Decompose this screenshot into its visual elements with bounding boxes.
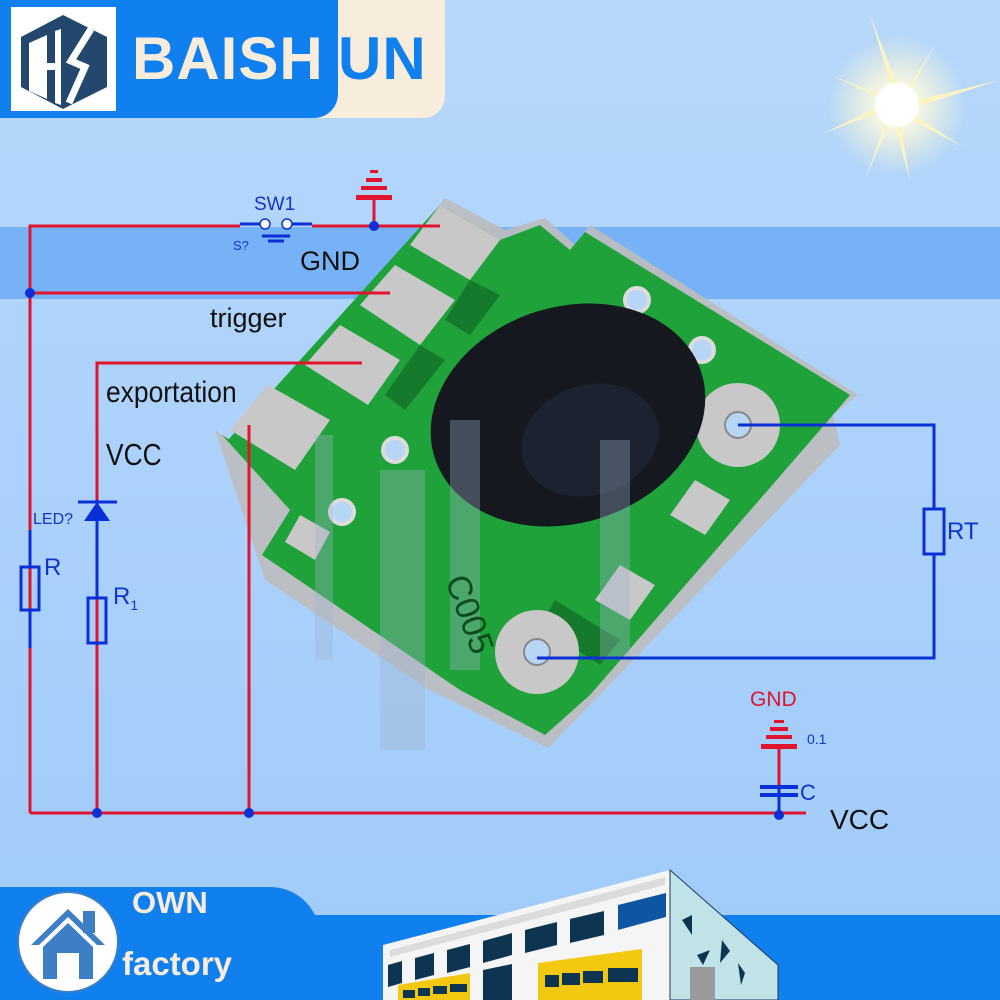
resistor-r1-main: R bbox=[113, 583, 131, 610]
hexagon-logo-icon bbox=[11, 7, 116, 111]
capacitor-gnd-label: GND bbox=[750, 688, 797, 711]
footer-line2: factory bbox=[122, 945, 233, 982]
brand-logo: BAISH UN bbox=[0, 0, 445, 118]
footer-banner: OWN factory bbox=[0, 855, 1000, 1000]
output-pin-label: exportation bbox=[106, 376, 237, 409]
resistor-r-label: R bbox=[44, 554, 62, 581]
vcc-pin-label: VCC bbox=[106, 437, 162, 472]
vcc-rail-label: VCC bbox=[830, 804, 890, 835]
house-icon bbox=[17, 891, 119, 993]
switch-ref-label: S? bbox=[233, 238, 249, 253]
brand-name-part2: UN bbox=[338, 25, 427, 92]
gnd-pin-label: GND bbox=[300, 246, 360, 276]
led-triangle bbox=[84, 502, 110, 521]
capacitor-value-label: 0.1 bbox=[807, 731, 827, 747]
resistor-rt-label: RT bbox=[947, 518, 979, 545]
factory-building-illustration bbox=[383, 868, 779, 1000]
trigger-pin-label: trigger bbox=[210, 303, 287, 333]
footer-line1: OWN bbox=[132, 885, 208, 920]
brand-name-part1: BAISH bbox=[132, 25, 324, 92]
capacitor-label: C bbox=[800, 780, 816, 805]
resistor-r1-label: R1 bbox=[113, 583, 138, 613]
resistor-r1-sub: 1 bbox=[130, 596, 139, 613]
switch-name-label: SW1 bbox=[254, 194, 296, 215]
led-ref-label: LED? bbox=[33, 511, 74, 528]
